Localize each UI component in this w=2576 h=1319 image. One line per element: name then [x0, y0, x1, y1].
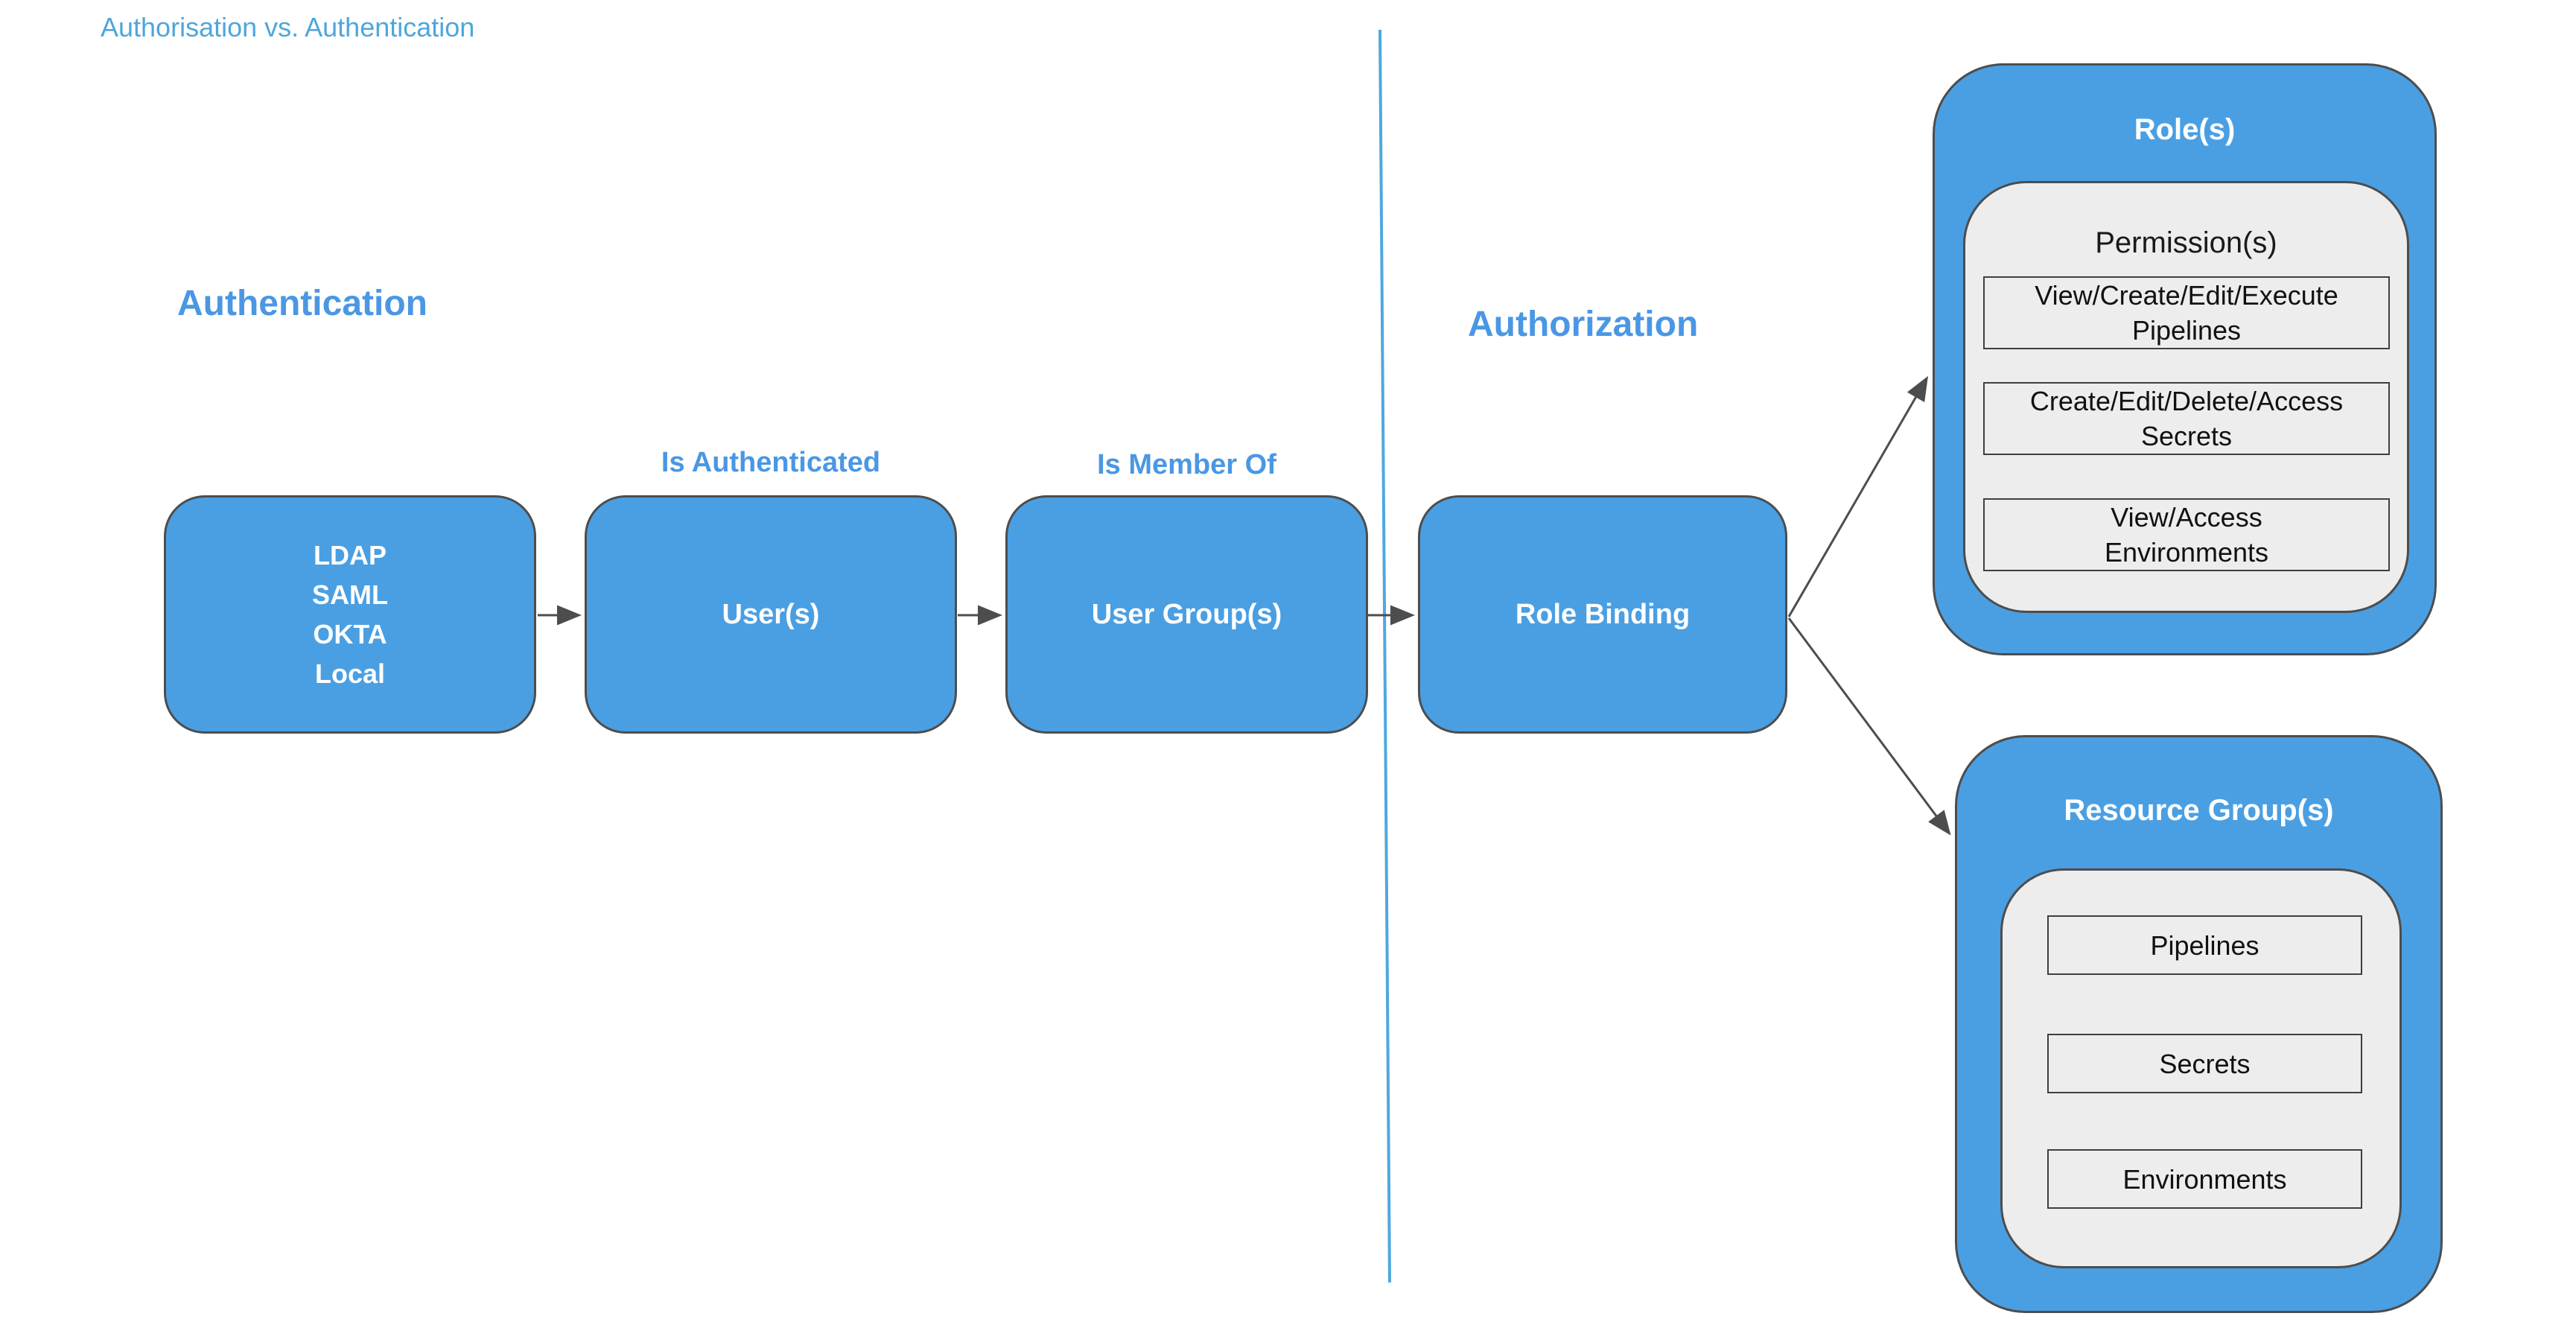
- is-member-of-label: Is Member Of: [1097, 449, 1276, 480]
- node-user-groups: User Group(s): [1005, 495, 1368, 734]
- divider-line: [1378, 29, 1391, 1283]
- authorization-heading: Authorization: [1468, 305, 1699, 344]
- node-role-binding-label: Role Binding: [1515, 598, 1691, 630]
- roles-title: Role(s): [2134, 113, 2236, 146]
- resource-box-secrets: Secrets: [2047, 1034, 2362, 1093]
- resource-box-environments: Environments: [2047, 1149, 2362, 1209]
- authentication-heading: Authentication: [177, 284, 427, 323]
- roles-container: Role(s) Permission(s) View/Create/Edit/E…: [1933, 63, 2437, 655]
- resource-groups-container: Resource Group(s) Pipelines Secrets Envi…: [1955, 735, 2443, 1313]
- node-role-binding: Role Binding: [1418, 495, 1787, 734]
- page-title: Authorisation vs. Authentication: [101, 12, 475, 42]
- node-user-groups-label: User Group(s): [1091, 598, 1282, 630]
- idp-line-saml: SAML: [312, 579, 388, 610]
- idp-line-ldap: LDAP: [314, 540, 387, 570]
- node-users-label: User(s): [722, 598, 820, 630]
- is-authenticated-label: Is Authenticated: [661, 447, 881, 478]
- node-users: User(s): [585, 495, 957, 734]
- idp-line-okta: OKTA: [313, 619, 387, 649]
- permission-box-secrets: Create/Edit/Delete/Access Secrets: [1983, 382, 2390, 455]
- arrow-rolebinding-to-resourcegroups: [1787, 617, 1951, 836]
- resource-groups-title: Resource Group(s): [2064, 794, 2334, 827]
- arrow-rolebinding-to-roles: [1787, 375, 1929, 617]
- permissions-panel: Permission(s) View/Create/Edit/Execute P…: [1963, 181, 2409, 613]
- resources-panel: Pipelines Secrets Environments: [2000, 868, 2402, 1268]
- resource-box-pipelines: Pipelines: [2047, 915, 2362, 975]
- permission-box-pipelines: View/Create/Edit/Execute Pipelines: [1983, 276, 2390, 349]
- permissions-title: Permission(s): [2095, 226, 2277, 259]
- idp-line-local: Local: [314, 658, 386, 689]
- node-identity-providers: LDAP SAML OKTA Local: [164, 495, 536, 734]
- permission-box-environments: View/Access Environments: [1983, 498, 2390, 571]
